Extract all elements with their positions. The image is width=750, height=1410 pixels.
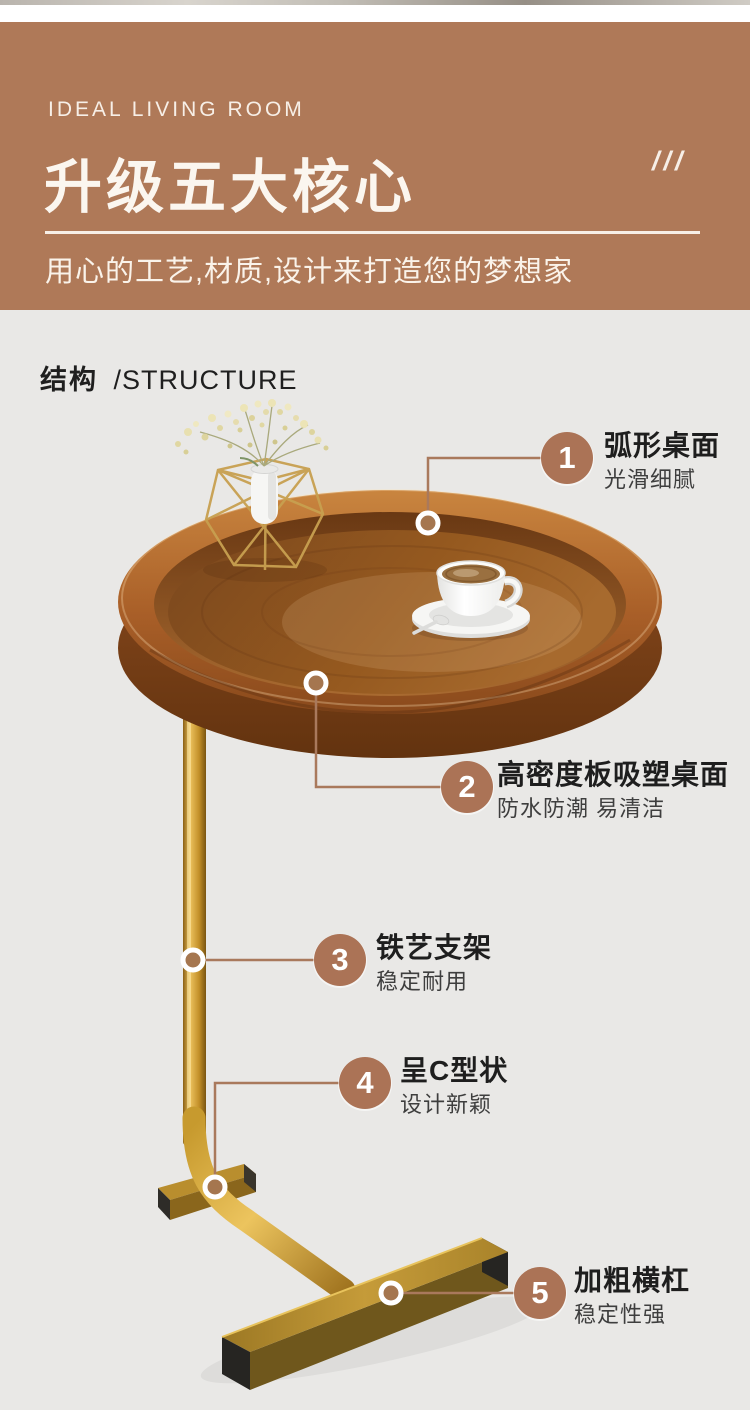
decor-vase [175,399,329,582]
header-divider [45,231,700,234]
callout-desc-5: 稳定性强 [574,1302,667,1327]
callout-label-3: 铁艺支架 稳定耐用 [376,932,492,995]
table-top [118,489,662,758]
page-title: 升级五大核心 [44,155,417,220]
callout-label-2: 高密度板吸塑桌面 防水防潮 易清洁 [497,759,729,822]
anchor-dot-4 [202,1174,228,1200]
callout-title-2: 高密度板吸塑桌面 [497,759,730,790]
flowers [175,399,329,467]
anchor-dot-5 [378,1280,404,1306]
callout-desc-2: 防水防潮 易清洁 [497,796,666,821]
base-crossbar [221,1237,508,1390]
callout-title-5: 加粗横杠 [574,1265,691,1296]
coffee-cup [412,560,530,641]
callout-connectors [193,456,567,1295]
anchor-dot-3 [180,947,206,973]
callout-number-1: 1 [558,440,576,475]
callout-badge-4: 4 [339,1057,391,1109]
section-heading-zh: 结构 [40,365,98,395]
callout-number-3: 3 [331,942,349,977]
callout-title-4: 呈C型状 [400,1055,509,1086]
callout-desc-1: 光滑细腻 [604,467,697,492]
anchor-dots [180,510,441,1306]
callout-badge-5: 5 [514,1267,566,1319]
callout-number-5: 5 [531,1275,549,1310]
anchor-dot-2 [303,670,329,696]
callout-badge-2: 2 [441,761,493,813]
callout-badge-3: 3 [314,934,366,986]
side-table-illustration [118,399,662,1390]
section-heading-en: /STRUCTURE [113,365,298,395]
callout-label-4: 呈C型状 设计新颖 [400,1055,508,1118]
previous-section-edge [0,0,750,5]
callout-desc-3: 稳定耐用 [376,969,469,994]
section-heading: 结构 /STRUCTURE [40,358,298,397]
glass-vase [250,464,279,524]
callout-number-2: 2 [458,769,476,804]
c-frame-curve [182,1106,356,1302]
callout-title-3: 铁艺支架 [376,932,493,963]
callout-number-4: 4 [356,1065,374,1100]
callout-label-1: 弧形桌面 光滑细腻 [604,430,720,493]
callout-desc-4: 设计新颖 [400,1092,493,1117]
header-banner: IDEAL LIVING ROOM 升级五大核心 /// 用心的工艺,材质,设计… [0,22,750,310]
header-subtitle: 用心的工艺,材质,设计来打造您的梦想家 [45,256,574,288]
callout-title-1: 弧形桌面 [604,430,721,461]
gold-pole [183,640,206,1145]
callout-badge-1: 1 [541,432,593,484]
eyebrow-text: IDEAL LIVING ROOM [48,98,305,121]
anchor-dot-1 [415,510,441,536]
slashes-icon: /// [652,146,687,176]
callout-label-5: 加粗横杠 稳定性强 [574,1265,690,1328]
